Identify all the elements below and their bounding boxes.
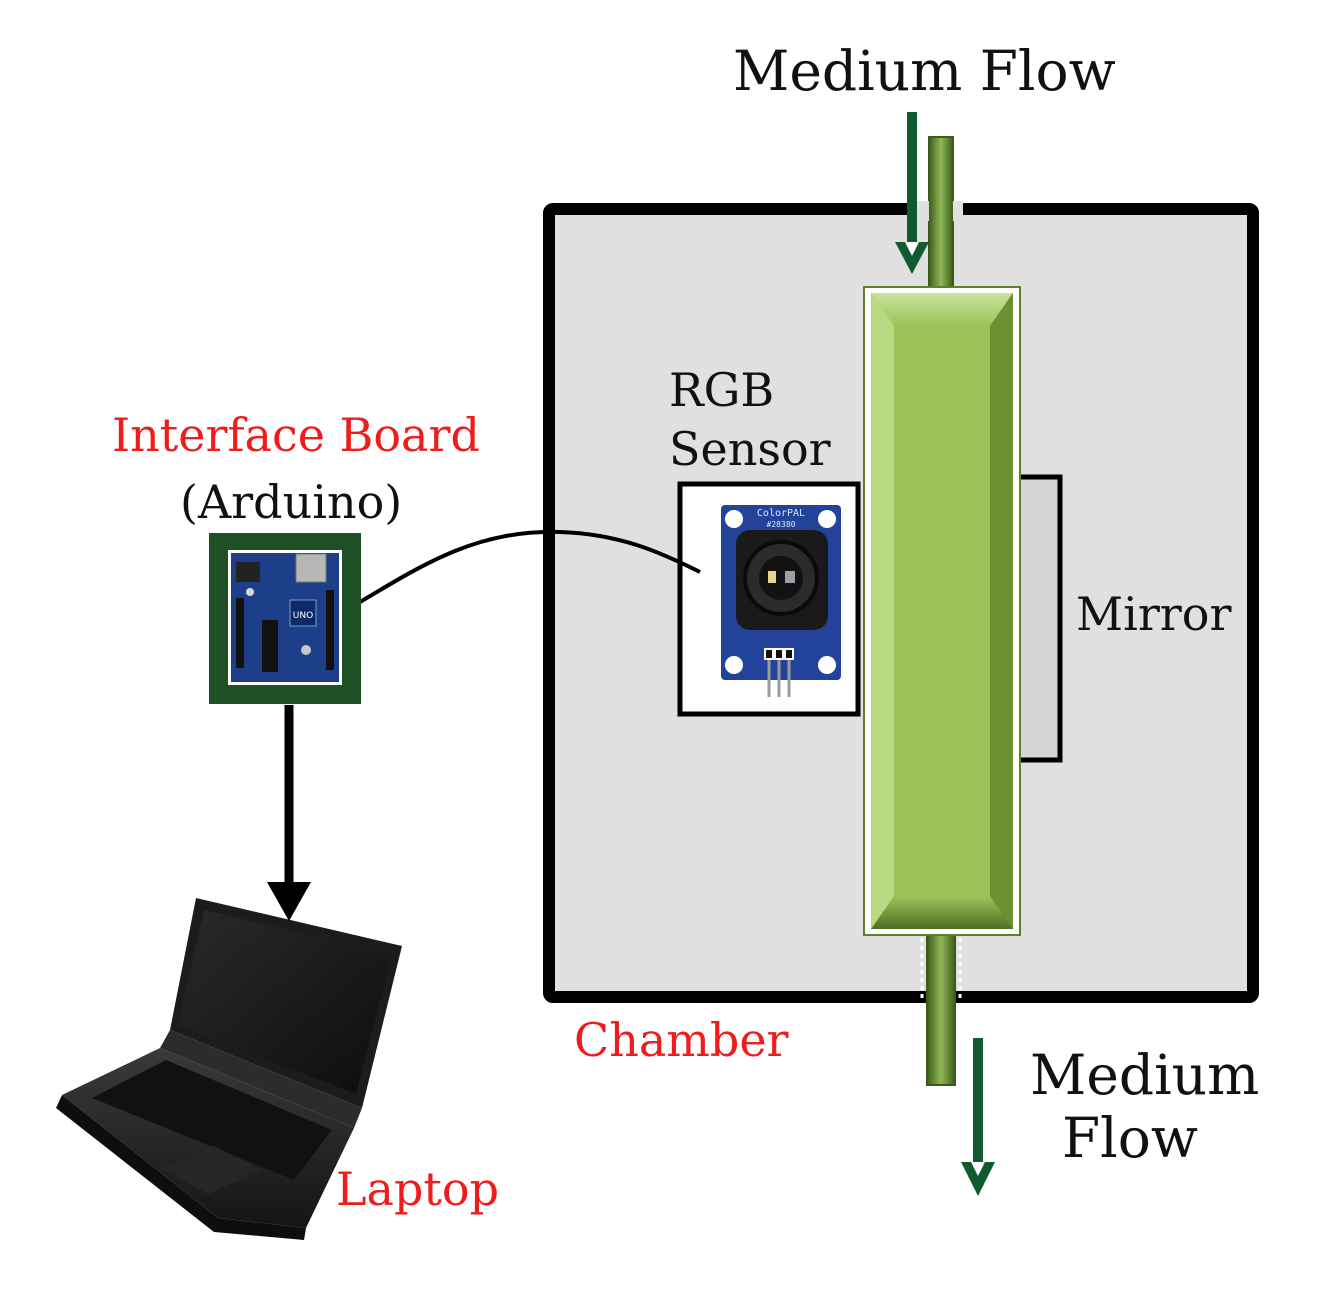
sensor-pin-pad xyxy=(776,650,782,658)
rgb-sensor-label-line1: RGB xyxy=(669,363,775,417)
laptop-keyboard xyxy=(92,1060,332,1180)
sensor-chip-part: #28380 xyxy=(767,520,796,529)
medium-flow-in-label: Medium Flow xyxy=(733,39,1116,103)
sensor-chip-label: ColorPAL xyxy=(757,508,805,519)
medium-flow-out-label-line1: Medium xyxy=(1030,1043,1260,1107)
laptop-front-edge xyxy=(56,1095,306,1240)
sensor-mount-hole xyxy=(818,510,836,528)
board-to-laptop-arrow-head xyxy=(267,882,311,921)
mirror-label: Mirror xyxy=(1076,587,1232,641)
culture-tube-bevel-top xyxy=(871,293,1013,326)
arduino-usb-port xyxy=(295,553,327,583)
sensor-mount-hole xyxy=(818,656,836,674)
culture-tube xyxy=(863,286,1021,936)
culture-tube-bevel-right xyxy=(990,293,1013,929)
sensor-led xyxy=(768,571,776,583)
laptop-image xyxy=(56,898,402,1240)
inlet-pipe-through-wall xyxy=(929,199,953,223)
outflow-arrow-head-notch xyxy=(971,1162,985,1176)
rgb-sensor-image: ColorPAL #28380 xyxy=(721,505,841,697)
sensor-cable xyxy=(358,529,701,604)
laptop-touchpad xyxy=(160,1146,262,1194)
sensor-pin-pad xyxy=(786,650,792,658)
arduino-label: (Arduino) xyxy=(180,475,403,529)
sensor-lens-inner xyxy=(759,556,803,600)
arduino-component xyxy=(301,645,311,655)
sensor-mount-hole xyxy=(725,510,743,528)
rgb-sensor-label-line2: Sensor xyxy=(669,422,831,476)
sensor-pin-pad xyxy=(766,650,772,658)
outflow-arrow-head xyxy=(961,1162,995,1196)
chamber-label: Chamber xyxy=(574,1013,789,1067)
arduino-chip xyxy=(262,620,278,672)
inflow-arrow-head-notch xyxy=(905,242,919,256)
arduino-header-right xyxy=(326,590,334,670)
arduino-power-jack xyxy=(236,562,260,582)
laptop-label: Laptop xyxy=(336,1162,500,1216)
culture-tube-bevel-bottom xyxy=(871,896,1013,929)
interface-board-label: Interface Board xyxy=(112,408,480,462)
culture-tube-bevel-left xyxy=(871,293,894,929)
inflow-arrow-head xyxy=(895,242,929,274)
arduino-component xyxy=(246,588,254,596)
arduino-logo-area xyxy=(289,599,317,627)
culture-tube-face xyxy=(894,326,990,896)
medium-flow-out-label-line2: Flow xyxy=(1062,1106,1198,1170)
sensor-photodiode xyxy=(785,571,795,583)
arduino-header-left xyxy=(236,598,244,668)
sensor-mount-hole xyxy=(725,656,743,674)
laptop-screen xyxy=(178,910,392,1094)
laptop-hinge xyxy=(160,1030,362,1128)
arduino-logo-text: UNO xyxy=(293,611,313,621)
arduino-board-image: UNO xyxy=(209,533,361,704)
outlet-pipe xyxy=(926,929,956,1086)
